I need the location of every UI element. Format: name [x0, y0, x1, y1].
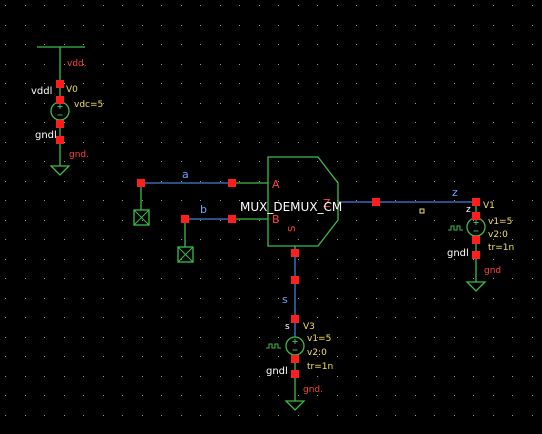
- v3-terminal-label: s: [285, 322, 290, 332]
- net-label-z: z: [452, 186, 458, 199]
- gnd-tag-label-v1: gnd: [484, 266, 501, 276]
- mux-pin-b[interactable]: [228, 215, 236, 223]
- v1-instance-name: V1: [483, 201, 495, 211]
- mux-pin-s[interactable]: [291, 249, 299, 257]
- grid-dots: [5, 5, 533, 416]
- pin-v1-top[interactable]: [472, 198, 480, 206]
- mux-pin-label-z: Z: [323, 197, 331, 210]
- v1-param-1: v1=5: [488, 217, 512, 227]
- mux-pin-label-a: A: [272, 178, 280, 191]
- pin-v3-minus[interactable]: [291, 355, 299, 363]
- v3-instance-name: V3: [303, 322, 315, 332]
- gnd-tag-label-v3: gnd.: [303, 385, 323, 395]
- gndl-net-label-v3: gndl: [266, 366, 288, 377]
- gndl-net-label-v1: gndl: [447, 248, 469, 259]
- pin-v0-minus[interactable]: [56, 120, 64, 128]
- pin-v0-top[interactable]: [56, 80, 64, 88]
- v3-param-3: tr=1n: [307, 362, 333, 372]
- pin-v1-minus[interactable]: [472, 236, 480, 244]
- net-label-a: a: [182, 168, 189, 181]
- v1-param-2: v2:0: [488, 230, 508, 240]
- mux-pin-z[interactable]: [372, 198, 380, 206]
- vddl-net-label: vddl: [31, 86, 52, 97]
- pin-v1-bottom[interactable]: [472, 251, 480, 259]
- net-label-s: s: [282, 293, 288, 306]
- vpulse-source-v3[interactable]: V3 s v1=5 v2:0 tr=1n gndl gnd.: [266, 276, 333, 411]
- mux-demux-cm-block[interactable]: A B Z S MUX_DEMUX_CM: [228, 156, 380, 257]
- mux-pin-label-b: B: [272, 213, 280, 226]
- vdd-tag-label: vdd.: [67, 59, 87, 69]
- gnd-tag-label-v0: gnd.: [69, 150, 89, 160]
- gndl-net-label-v0: gndl: [35, 130, 57, 141]
- mux-pin-label-s: S: [287, 226, 298, 232]
- pin-v3-top[interactable]: [291, 276, 299, 284]
- v3-param-1: v1=5: [307, 334, 331, 344]
- noconn-b[interactable]: [177, 215, 194, 263]
- net-label-b: b: [200, 203, 207, 216]
- v3-param-2: v2:0: [307, 348, 327, 358]
- vdc-source-v0[interactable]: vdd. vddl V0 vdc=5 gndl gnd.: [31, 46, 103, 176]
- noconn-a[interactable]: [133, 179, 150, 226]
- pin-v3-plus[interactable]: [291, 315, 299, 323]
- v1-param-3: tr=1n: [488, 243, 514, 253]
- pin-v1-plus[interactable]: [472, 212, 480, 220]
- mux-pin-a[interactable]: [228, 179, 236, 187]
- vpulse-source-v1[interactable]: V1 z v1=5 v2:0 tr=1n gndl gnd: [447, 198, 514, 292]
- mux-cell-name: MUX_DEMUX_CM: [240, 200, 342, 214]
- v1-terminal-label: z: [466, 205, 471, 215]
- pin-v3-bottom[interactable]: [291, 370, 299, 378]
- v0-instance-name: V0: [66, 85, 78, 95]
- v0-vdc-param: vdc=5: [74, 100, 103, 110]
- wire-marker: [419, 208, 425, 214]
- pin-v0-plus[interactable]: [56, 96, 64, 104]
- pin-v0-bottom[interactable]: [56, 136, 64, 144]
